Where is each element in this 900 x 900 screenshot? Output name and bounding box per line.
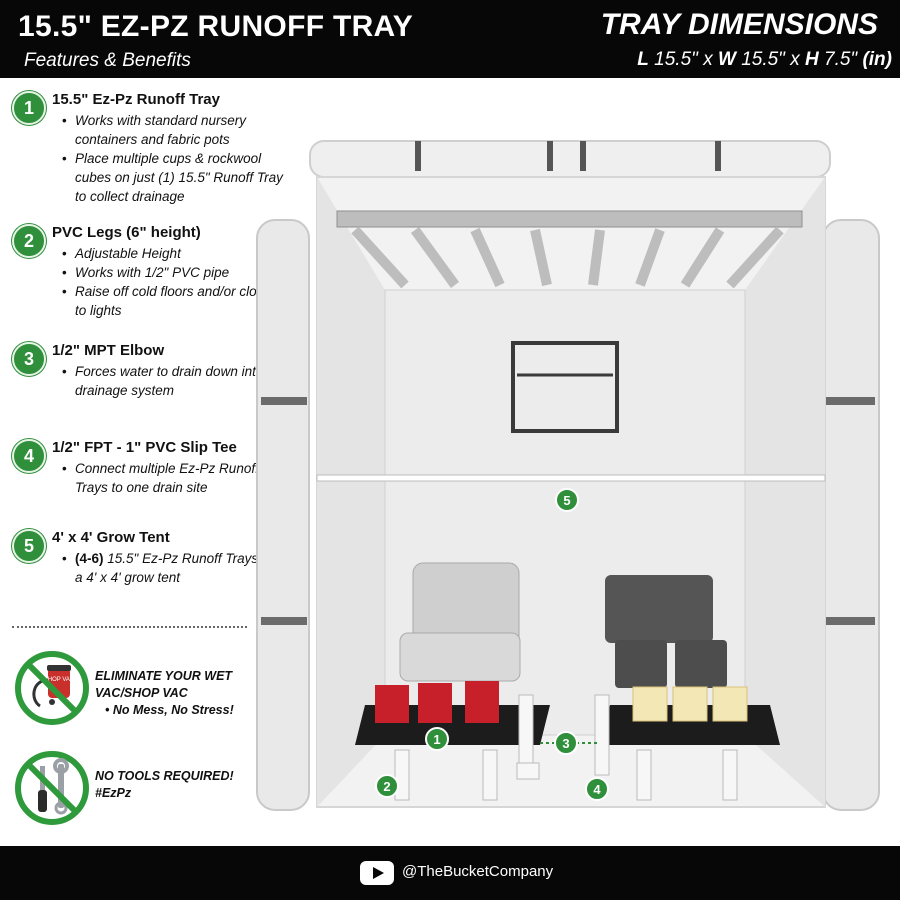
- promo-shop-vac: ELIMINATE YOUR WET VAC/SHOP VAC • No Mes…: [95, 669, 234, 717]
- feature-title: 1/2" FPT - 1" PVC Slip Tee: [52, 439, 237, 456]
- feature-bullets: Connect multiple Ez-Pz Runoff Trays to o…: [62, 459, 290, 497]
- page-subtitle: Features & Benefits: [24, 50, 191, 71]
- tent-drawing: [256, 140, 880, 811]
- feature-bullets: Works with standard nursery containers a…: [62, 111, 290, 206]
- svg-text:SHOP VAC: SHOP VAC: [44, 677, 75, 683]
- feature-bullets: Forces water to drain down into the drai…: [62, 362, 290, 400]
- number-badge: 5: [12, 529, 46, 563]
- no-tools-icon: [14, 750, 90, 826]
- bullet: Works with 1/2" PVC pipe: [62, 263, 290, 282]
- bullet: Adjustable Height: [62, 244, 290, 263]
- bullet: Raise off cold floors and/or closer to l…: [62, 282, 290, 320]
- feature-title: 1/2" MPT Elbow: [52, 342, 165, 359]
- feature-pvc-legs: 2 PVC Legs (6" height) Adjustable Height…: [12, 224, 287, 324]
- image-badge-tray: 1: [425, 727, 449, 751]
- image-badge-elbow: 3: [554, 731, 578, 755]
- grow-tent-illustration: 1 2 3 4 5: [255, 135, 885, 825]
- youtube-icon[interactable]: [360, 861, 394, 885]
- dotted-divider: [12, 626, 247, 628]
- page-title: 15.5" EZ-PZ RUNOFF TRAY: [18, 10, 414, 43]
- bullet: Connect multiple Ez-Pz Runoff Trays to o…: [62, 459, 290, 497]
- feature-elbow: 3 1/2" MPT Elbow Forces water to drain d…: [12, 342, 287, 422]
- feature-bullets: (4-6) 15.5" Ez-Pz Runoff Trays fit in a …: [62, 549, 290, 587]
- dimensions-values: L 15.5" x W 15.5" x H 7.5" (in): [637, 49, 892, 70]
- no-shop-vac-icon: SHOP VAC: [14, 650, 90, 726]
- number-badge: 2: [12, 224, 46, 258]
- feature-bullets: Adjustable Height Works with 1/2" PVC pi…: [62, 244, 290, 320]
- feature-runoff-tray: 1 15.5" Ez-Pz Runoff Tray Works with sta…: [12, 91, 287, 211]
- image-badge-tee: 4: [585, 777, 609, 801]
- feature-title: 15.5" Ez-Pz Runoff Tray: [52, 91, 220, 108]
- number-badge: 3: [12, 342, 46, 376]
- bullet: Place multiple cups & rockwool cubes on …: [62, 149, 290, 206]
- bullet: (4-6) 15.5" Ez-Pz Runoff Trays fit in a …: [62, 549, 290, 587]
- number-badge: 1: [12, 91, 46, 125]
- feature-slip-tee: 4 1/2" FPT - 1" PVC Slip Tee Connect mul…: [12, 439, 287, 519]
- bullet: Works with standard nursery containers a…: [62, 111, 290, 149]
- number-badge: 4: [12, 439, 46, 473]
- feature-title: PVC Legs (6" height): [52, 224, 201, 241]
- image-badge-legs: 2: [375, 774, 399, 798]
- image-badge-tent: 5: [555, 488, 579, 512]
- feature-title: 4' x 4' Grow Tent: [52, 529, 170, 546]
- channel-handle[interactable]: @TheBucketCompany: [402, 863, 554, 880]
- bullet: Forces water to drain down into the drai…: [62, 362, 290, 400]
- dimensions-title: TRAY DIMENSIONS: [600, 8, 878, 41]
- promo-no-tools: NO TOOLS REQUIRED! #EzPz: [95, 769, 234, 800]
- feature-grow-tent: 5 4' x 4' Grow Tent (4-6) 15.5" Ez-Pz Ru…: [12, 529, 287, 609]
- header-bar: 15.5" EZ-PZ RUNOFF TRAY Features & Benef…: [0, 0, 900, 78]
- footer-bar: @TheBucketCompany: [0, 846, 900, 900]
